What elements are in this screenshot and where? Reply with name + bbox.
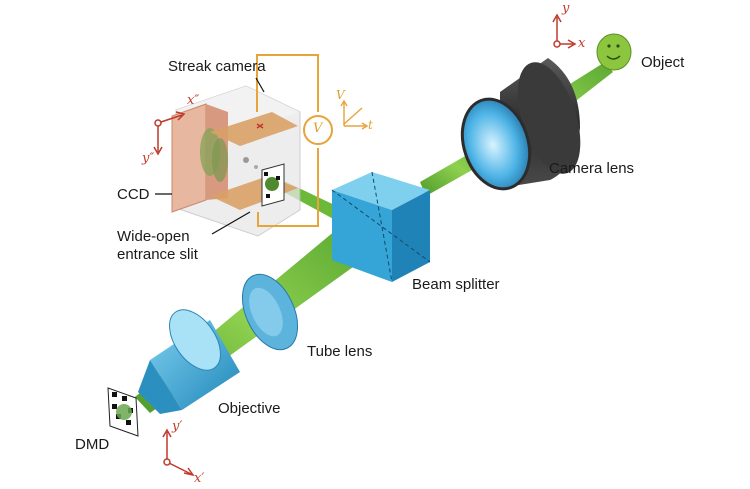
ccd-frame-axes (153, 111, 186, 156)
voltage-source-label: V (313, 121, 323, 136)
streak-camera-label: Streak camera (168, 58, 266, 75)
leader-lines (155, 77, 265, 235)
camera-lens-label: Camera lens (549, 160, 635, 177)
sweep-t-axis-label: t (368, 118, 373, 132)
camera-lens (460, 58, 581, 191)
objective (138, 309, 240, 414)
dmd-pattern (107, 387, 139, 437)
sweep-circuit (256, 54, 319, 227)
tube-lens-label: Tube lens (307, 343, 373, 360)
tube-lens (241, 273, 299, 351)
slit-label: Wide-open entrance slit (117, 228, 198, 263)
ccd-label: CCD (117, 186, 150, 203)
objective-label: Objective (218, 400, 281, 417)
streak-camera (171, 85, 301, 237)
ccd-image (200, 128, 228, 182)
object-y-axis-label: y (562, 1, 570, 16)
dmd-y-axis-label: y′ (172, 419, 183, 434)
beam-splitter-label: Beam splitter (412, 276, 500, 293)
beam-splitter-cube (331, 171, 431, 283)
object-frame-axes (552, 13, 577, 49)
object-label: Object (641, 54, 685, 71)
sweep-voltage-graph (340, 99, 369, 130)
voltage-source-icon (303, 115, 333, 145)
sweep-v-axis-label: V (336, 88, 345, 102)
object-x-axis-label: x (578, 36, 586, 51)
dmd-label: DMD (75, 436, 110, 453)
dmd-frame-axes (162, 428, 195, 477)
ccd-x-axis-label: x″ (187, 93, 200, 108)
dmd-x-axis-label: x′ (194, 471, 205, 486)
object-smiley-icon (596, 33, 632, 71)
ccd-y-axis-label: y″ (142, 151, 155, 166)
